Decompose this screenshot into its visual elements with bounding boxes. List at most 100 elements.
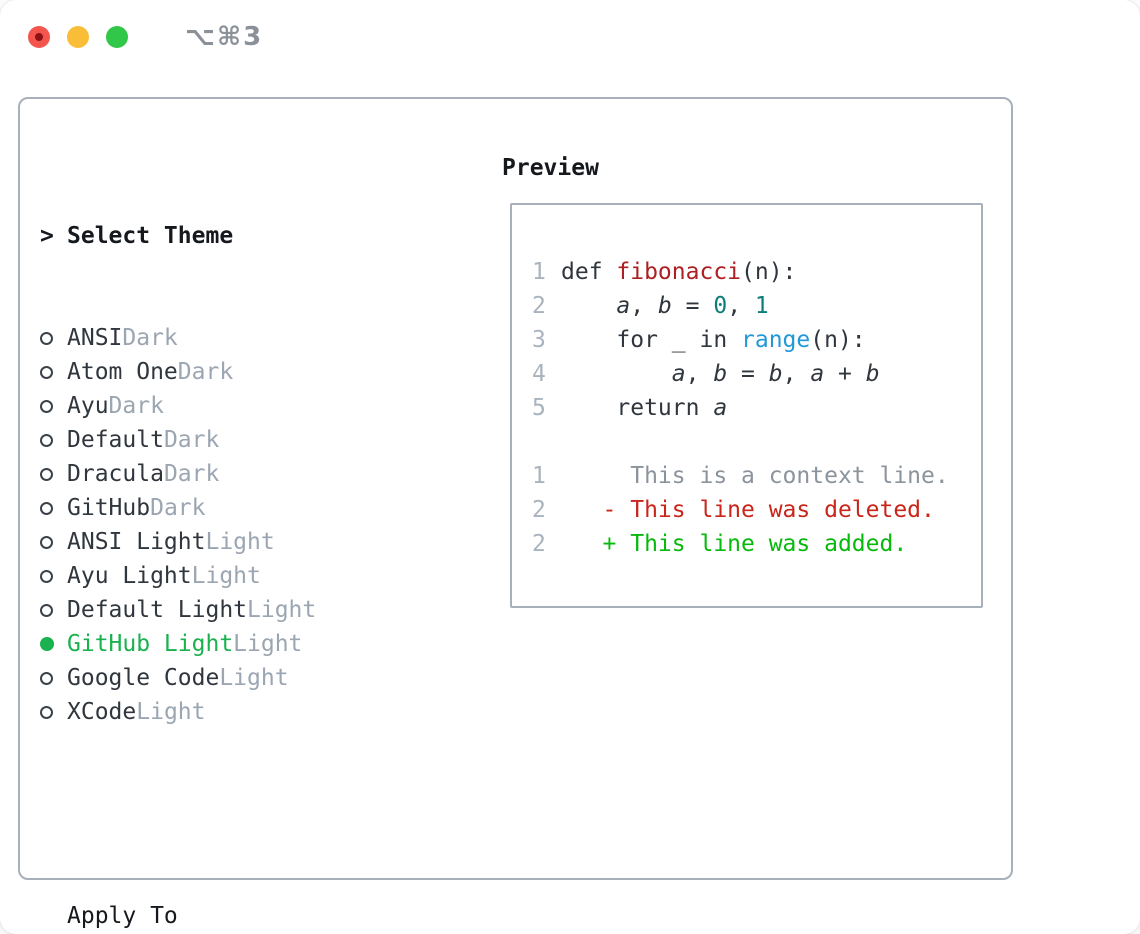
cursor-chevron-icon: > bbox=[40, 223, 54, 249]
theme-option[interactable]: Default Dark bbox=[40, 423, 428, 457]
radio-icon bbox=[40, 331, 67, 345]
theme-option[interactable]: ANSI Dark bbox=[40, 321, 428, 355]
spacer bbox=[40, 797, 428, 831]
code-token: a bbox=[616, 293, 631, 319]
theme-option[interactable]: GitHub Light Light bbox=[40, 627, 428, 661]
option-variant: Light bbox=[191, 563, 261, 589]
theme-option[interactable]: ANSI Light Light bbox=[40, 525, 428, 559]
code-token: def bbox=[561, 259, 617, 285]
code-token bbox=[561, 289, 616, 323]
radio-icon bbox=[40, 365, 67, 379]
diff-line-deleted: 2 - This line was deleted. bbox=[512, 493, 981, 527]
option-variant: Dark bbox=[150, 495, 206, 521]
code-token: fibonacci bbox=[616, 259, 742, 285]
option-variant: Light bbox=[233, 631, 303, 657]
code-token: = bbox=[727, 361, 769, 387]
code-token: range bbox=[741, 327, 811, 353]
option-name: GitHub bbox=[67, 495, 151, 521]
option-name: GitHub Light bbox=[67, 631, 234, 657]
radio-icon bbox=[40, 501, 67, 515]
option-variant: Dark bbox=[177, 359, 234, 385]
radio-icon bbox=[40, 569, 67, 583]
close-modified-dot-icon bbox=[35, 33, 43, 41]
theme-option[interactable]: Google Code Light bbox=[40, 661, 428, 695]
code-token: + bbox=[824, 361, 866, 387]
code-token: return bbox=[561, 395, 714, 421]
theme-option[interactable]: Default Light Light bbox=[40, 593, 428, 627]
line-number: 1 bbox=[532, 259, 546, 285]
apply-to-header: Apply To bbox=[40, 899, 428, 933]
diff-line-context: 1 This is a context line. bbox=[512, 459, 981, 493]
line-number: 2 bbox=[532, 531, 546, 557]
code-token: 1 bbox=[754, 293, 769, 319]
code-token: , bbox=[782, 361, 811, 387]
preview-label: Preview bbox=[502, 155, 599, 181]
code-token: for _ in bbox=[561, 327, 742, 353]
code-token: , bbox=[630, 293, 658, 319]
window-title: ⌥⌘3 bbox=[185, 22, 264, 52]
code-token bbox=[561, 357, 672, 391]
zoom-button[interactable] bbox=[106, 26, 128, 48]
option-name: Ayu bbox=[67, 393, 109, 419]
code-token: b bbox=[657, 293, 672, 319]
code-token: 0 bbox=[713, 293, 728, 319]
line-number: 2 bbox=[532, 293, 546, 319]
option-name: Default bbox=[67, 427, 164, 453]
code-token: (n): bbox=[741, 259, 797, 285]
code-line: 5 return a bbox=[512, 391, 981, 425]
option-name: Google Code bbox=[67, 665, 220, 691]
theme-option[interactable]: XCode Light bbox=[40, 695, 428, 729]
option-variant: Dark bbox=[163, 427, 220, 453]
line-number: 1 bbox=[532, 463, 546, 489]
option-variant: Light bbox=[205, 529, 275, 555]
line-number: 4 bbox=[532, 361, 546, 387]
option-name: Atom One bbox=[67, 359, 178, 385]
option-name: XCode bbox=[67, 699, 137, 725]
code-token: b bbox=[865, 361, 880, 387]
theme-option[interactable]: GitHub Dark bbox=[40, 491, 428, 525]
minimize-button[interactable] bbox=[67, 26, 89, 48]
spacer bbox=[512, 425, 981, 459]
radio-icon bbox=[40, 603, 67, 617]
code-token: (n): bbox=[810, 327, 866, 353]
theme-option[interactable]: Dracula Dark bbox=[40, 457, 428, 491]
theme-option[interactable]: Atom One Dark bbox=[40, 355, 428, 389]
diff-text: This is a context line. bbox=[561, 463, 949, 489]
select-theme-label: Select Theme bbox=[67, 223, 234, 249]
radio-icon bbox=[40, 433, 67, 447]
radio-icon bbox=[40, 535, 67, 549]
option-name: Ayu Light bbox=[67, 563, 192, 589]
code-token: , bbox=[727, 293, 755, 319]
diff-preview: 1 This is a context line.2 - This line w… bbox=[512, 459, 981, 561]
option-name: Default Light bbox=[67, 597, 248, 623]
close-button[interactable] bbox=[28, 26, 50, 48]
diff-line-added: 2 + This line was added. bbox=[512, 527, 981, 561]
radio-selected-icon bbox=[40, 637, 67, 651]
option-variant: Dark bbox=[108, 393, 164, 419]
radio-icon bbox=[40, 399, 67, 413]
line-number: 3 bbox=[532, 327, 546, 353]
code-token: , bbox=[685, 361, 714, 387]
option-name: ANSI bbox=[67, 325, 123, 351]
option-name: Dracula bbox=[67, 461, 164, 487]
theme-option[interactable]: Ayu Light Light bbox=[40, 559, 428, 593]
option-variant: Light bbox=[219, 665, 289, 691]
code-line: 2 a, b = 0, 1 bbox=[512, 289, 981, 323]
select-theme-header: > Select Theme bbox=[40, 219, 428, 253]
radio-icon bbox=[40, 467, 67, 481]
line-number: 2 bbox=[532, 497, 546, 523]
option-variant: Light bbox=[136, 699, 206, 725]
code-token: b bbox=[713, 361, 728, 387]
option-name: ANSI Light bbox=[67, 529, 206, 555]
code-token: = bbox=[671, 293, 714, 319]
option-variant: Light bbox=[247, 597, 317, 623]
theme-option[interactable]: Ayu Dark bbox=[40, 389, 428, 423]
title-bar: ⌥⌘3 bbox=[28, 22, 264, 52]
option-variant: Dark bbox=[163, 461, 220, 487]
